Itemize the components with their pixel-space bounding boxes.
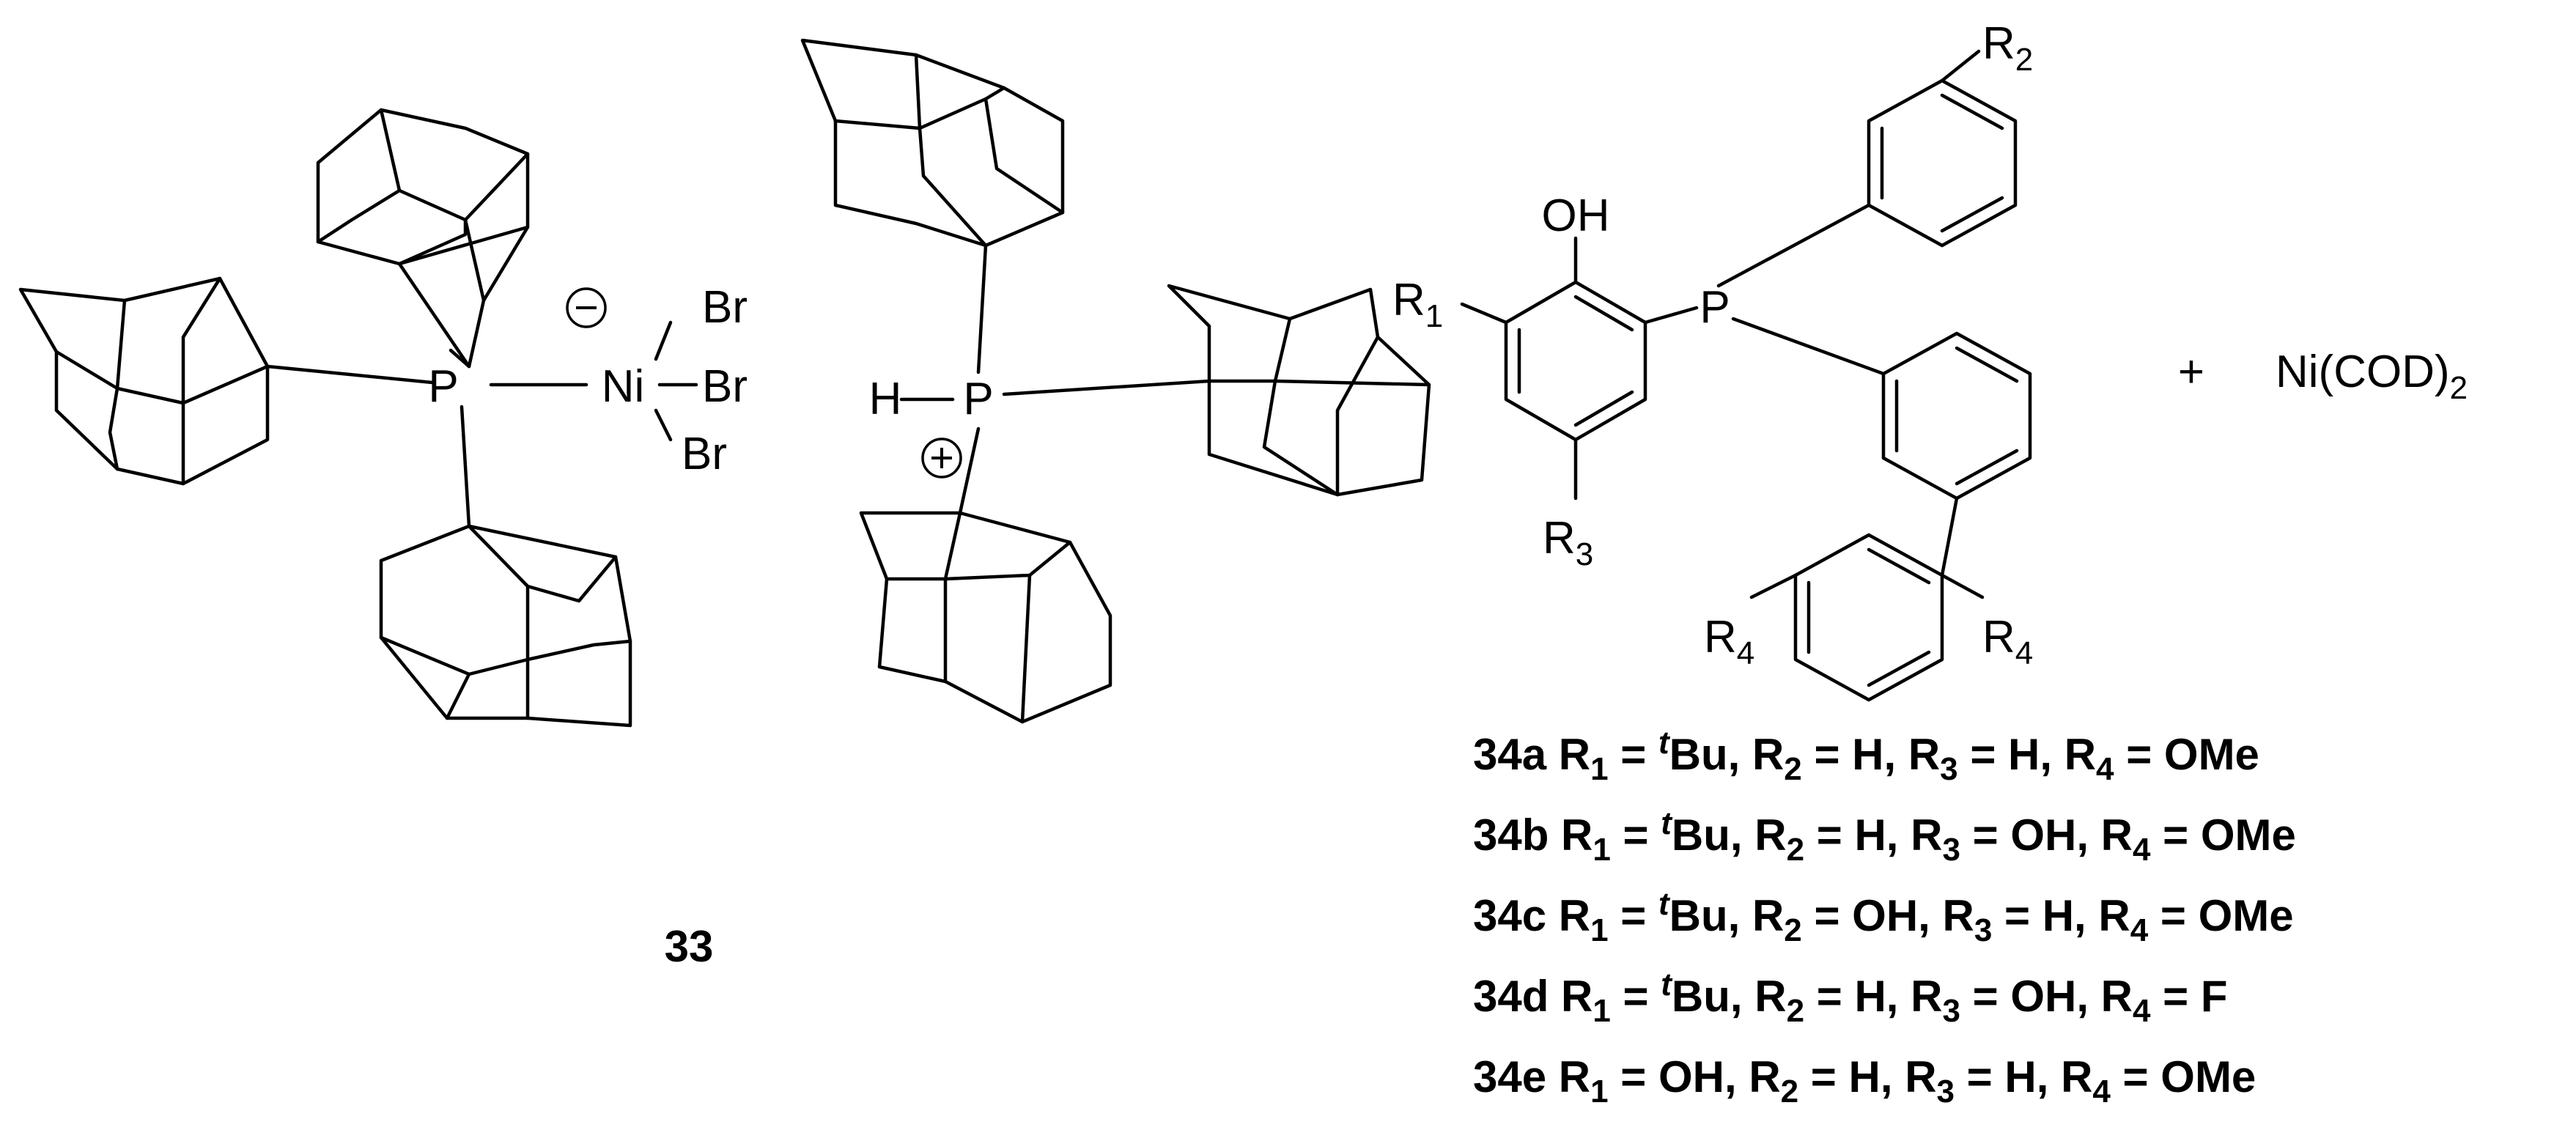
biaryl-upper-ring xyxy=(1881,331,2032,501)
hydroxyl-label: OH xyxy=(1542,191,1610,241)
nickel-atom: Ni xyxy=(602,361,645,412)
adamantyl-cation-bottom xyxy=(859,511,1112,724)
negative-charge-icon xyxy=(566,287,607,328)
variant-caption-34e: 34e R1 = OH, R2 = H, R3 = H, R4 = OMe xyxy=(1473,1052,2256,1109)
biaryl-lower-ring xyxy=(1793,533,1944,702)
hydrogen-atom: H xyxy=(869,374,902,424)
adamantyl-top xyxy=(316,108,530,369)
plus-sign: + xyxy=(2178,347,2204,397)
adamantyl-cation-top xyxy=(800,38,1065,248)
phenyl-top-ring xyxy=(1867,78,2018,248)
variant-caption-34b: 34b R1 = tBu, R2 = H, R3 = OH, R4 = OMe xyxy=(1473,805,2296,868)
phenol-ring xyxy=(1504,280,1647,442)
r4-left-label: R4 xyxy=(1704,612,1754,671)
adamantyl-bottom xyxy=(379,524,632,728)
variant-caption-34d: 34d R1 = tBu, R2 = H, R3 = OH, R4 = F xyxy=(1473,967,2228,1029)
variant-caption-34c: 34c R1 = tBu, R2 = OH, R3 = H, R4 = OMe xyxy=(1473,886,2294,948)
p-bonds-33-cation xyxy=(899,243,1211,515)
phosphorus-atom-34: P xyxy=(1700,282,1730,333)
positive-charge-icon xyxy=(921,437,962,479)
compound-label-33: 33 xyxy=(665,922,714,971)
bromide-label-middle: Br xyxy=(702,361,748,412)
nickel-cod-reagent: Ni(COD)2 xyxy=(2276,347,2468,406)
r4-right-label: R4 xyxy=(1982,612,2033,671)
adamantyl-left xyxy=(18,276,270,486)
variant-caption-34a: 34a R1 = tBu, R2 = H, R3 = H, R4 = OMe xyxy=(1473,725,2259,787)
p-bonds-33 xyxy=(265,320,698,528)
adamantyl-cation-right xyxy=(1167,284,1431,497)
variant-list: 34a R1 = tBu, R2 = H, R3 = H, R4 = OMe 34… xyxy=(1473,725,2296,1109)
ligand-bonds xyxy=(1460,49,1985,599)
phosphorus-atom-33: P xyxy=(428,361,458,412)
r1-label: R1 xyxy=(1392,275,1443,334)
bromide-label-top: Br xyxy=(702,282,748,333)
r2-label: R2 xyxy=(1982,18,2033,78)
bromide-label-bottom: Br xyxy=(682,429,727,479)
phosphorus-atom-cation: P xyxy=(963,374,993,424)
r3-label: R3 xyxy=(1543,513,1593,572)
